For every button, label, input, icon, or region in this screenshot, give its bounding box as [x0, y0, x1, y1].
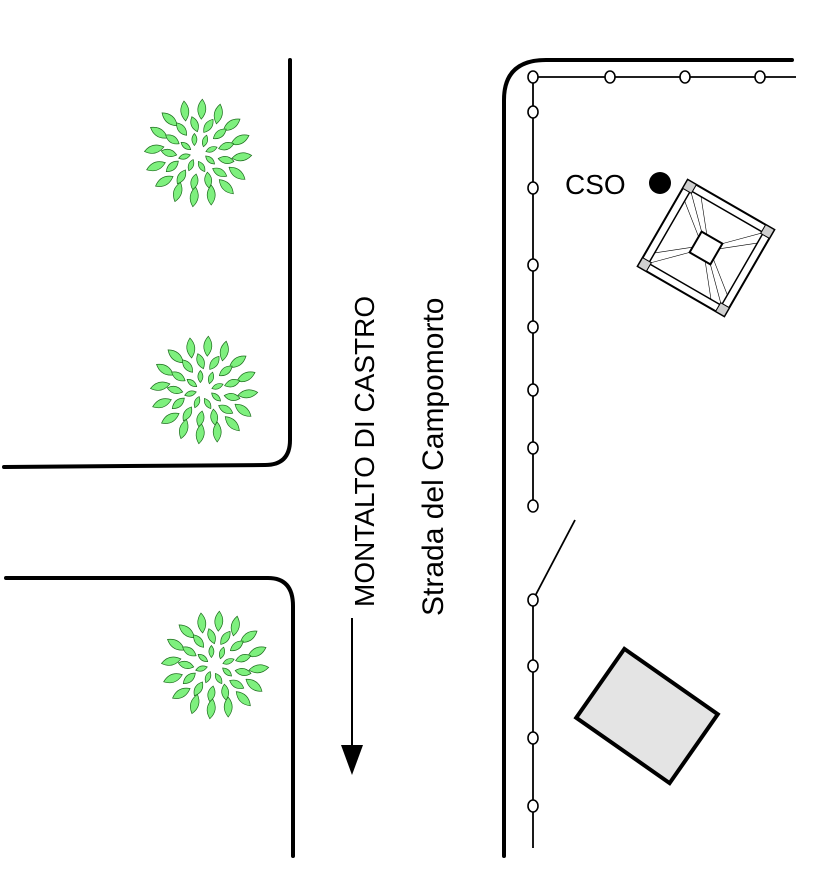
right-block-edge: [502, 58, 794, 858]
trees: [143, 98, 270, 720]
road-edges: [2, 58, 794, 858]
building: [573, 646, 721, 786]
tree-icon: [160, 610, 270, 720]
fence-post-icon: [527, 383, 539, 397]
pylon-foot: [682, 179, 698, 195]
pylon-foot: [759, 224, 775, 240]
fence-post-icon: [679, 70, 691, 84]
poi-label: CSO: [565, 169, 626, 200]
pylon-core: [688, 230, 724, 266]
fence-post-icon: [527, 731, 539, 745]
fence-post-icon: [527, 181, 539, 195]
road-name-label: Strada del Campomorto: [417, 298, 450, 617]
fence-post-icon: [754, 70, 766, 84]
fence-post-icon: [527, 105, 539, 119]
fence-post-icon: [604, 70, 616, 84]
pylon-inner: [647, 189, 765, 307]
poi-marker-icon: [649, 172, 671, 194]
direction-arrow-icon: [341, 618, 363, 775]
pylon-outer: [636, 178, 776, 318]
fence-post-icon: [527, 799, 539, 813]
upper-left-block-edge: [2, 58, 292, 469]
fence-posts: [527, 70, 766, 813]
tree-icon: [149, 335, 259, 445]
fence-post-icon: [527, 70, 539, 84]
fence-post-icon: [527, 258, 539, 272]
fence-post-icon: [527, 593, 539, 607]
fence-gate: [532, 519, 576, 601]
fence-post-icon: [527, 659, 539, 673]
fence-post-icon: [527, 499, 539, 513]
lower-left-block-edge: [4, 576, 295, 858]
direction-label: MONTALTO DI CASTRO: [349, 296, 380, 607]
fence-post-icon: [527, 441, 539, 455]
pylon-structure: [636, 178, 776, 318]
tree-icon: [143, 98, 253, 208]
pylon-foot: [637, 256, 653, 272]
pylon-foot: [714, 301, 730, 317]
fence-post-icon: [527, 320, 539, 334]
